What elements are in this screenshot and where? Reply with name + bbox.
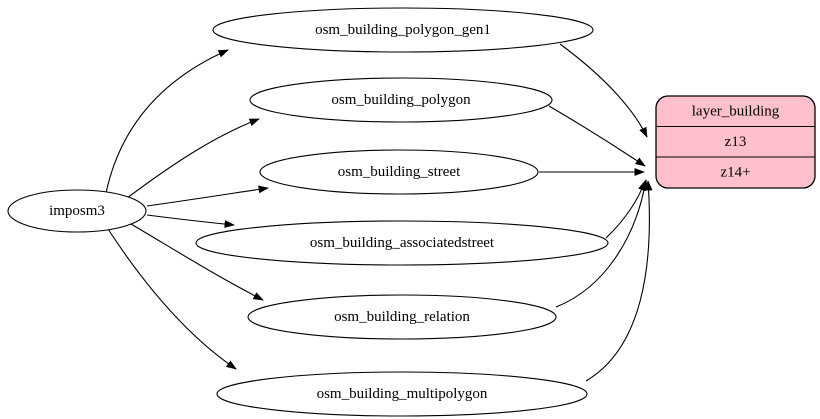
edge-imposm3-to-osm-building-polygon-gen1 (105, 49, 229, 194)
table-label: osm_building_relation (334, 309, 470, 325)
layer-building-row-z14: z14+ (720, 165, 750, 181)
node-osm-building-multipolygon: osm_building_multipolygon (216, 371, 588, 417)
edge-imposm3-to-osm-building-relation (130, 223, 264, 301)
table-label: osm_building_multipolygon (317, 386, 488, 402)
node-osm-building-street: osm_building_street (259, 149, 539, 195)
edge-osm-building-relation-to-z14 (555, 179, 649, 308)
table-ellipse (212, 7, 594, 53)
node-osm-building-polygon: osm_building_polygon (249, 77, 553, 123)
edge-osm-building-multipolygon-to-z14 (585, 180, 653, 382)
table-ellipse (259, 149, 539, 195)
node-imposm3: imposm3 (7, 189, 147, 233)
node-osm-building-associatedstreet: osm_building_associatedstreet (195, 220, 609, 266)
node-layer-building: layer_building z13 z14+ (655, 95, 816, 189)
edge-imposm3-to-osm-building-street (146, 185, 269, 207)
edge-imposm3-to-osm-building-associatedstreet (146, 214, 235, 228)
table-ellipse (249, 77, 553, 123)
node-osm-building-relation: osm_building_relation (247, 294, 557, 340)
imposm3-label: imposm3 (49, 203, 105, 219)
table-label: osm_building_street (338, 164, 461, 180)
table-label: osm_building_polygon (331, 92, 471, 108)
edge-imposm3-to-osm-building-polygon (126, 118, 260, 199)
edge-group (105, 49, 269, 370)
layer-building-title: layer_building (692, 104, 780, 120)
table-label: osm_building_associatedstreet (310, 235, 495, 251)
imposm3-ellipse (7, 189, 147, 233)
layer-building-row-z13: z13 (725, 134, 747, 150)
table-ellipse (216, 371, 588, 417)
edge-group-right (539, 43, 653, 382)
table-ellipse (195, 220, 609, 266)
edge-imposm3-to-osm-building-multipolygon (107, 228, 237, 370)
layer-building-rect (655, 95, 816, 189)
node-osm-building-polygon-gen1: osm_building_polygon_gen1 (212, 7, 594, 53)
edge-osm-building-polygon-gen1-to-z13 (559, 43, 648, 138)
table-ellipse (247, 294, 557, 340)
edge-osm-building-polygon-to-z14 (548, 105, 646, 167)
table-label: osm_building_polygon_gen1 (315, 22, 491, 38)
